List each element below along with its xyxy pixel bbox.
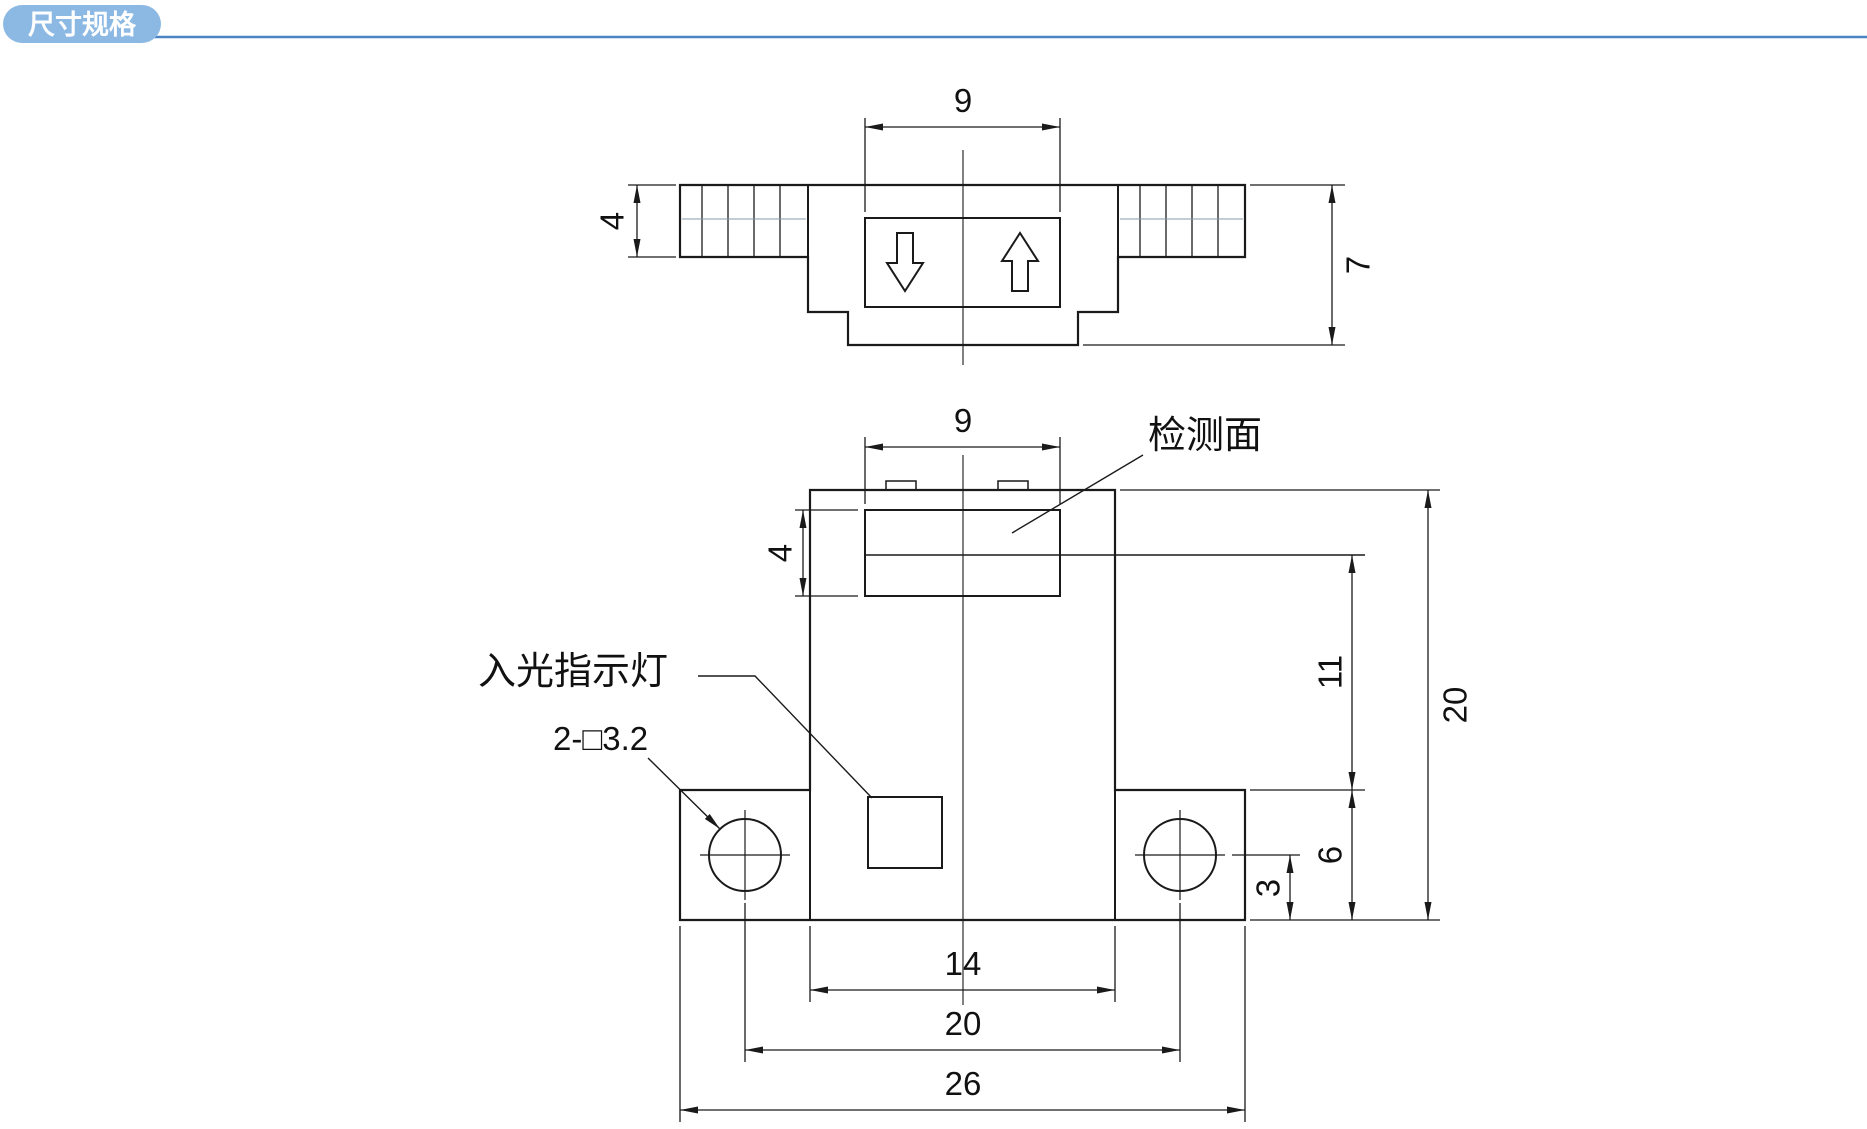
dim-label: 9 (954, 82, 972, 119)
top-nub-left (885, 480, 917, 491)
top-view: 9 4 7 (594, 82, 1377, 365)
dim-flange-height-6: 6 (1312, 790, 1356, 920)
front-view: 检测面 入光指示灯 2-□3.2 9 4 11 (478, 402, 1474, 1122)
dim-label: 11 (1312, 655, 1349, 689)
dim-label: 4 (594, 212, 631, 230)
dim-hole-spacing-20: 20 (744, 903, 1181, 1062)
right-tab-grooves (1120, 185, 1243, 257)
dim-front-window-height-4: 4 (762, 509, 858, 597)
dim-top-total-height-7: 7 (1083, 184, 1377, 346)
dim-label: 4 (762, 544, 799, 562)
indicator-leader (698, 675, 873, 799)
up-arrow-icon (1000, 231, 1040, 292)
header: 尺寸规格 (3, 5, 1867, 43)
indicator-led-square (867, 796, 943, 869)
dim-hole-offset-3: 3 (1232, 854, 1300, 920)
dim-label: 9 (954, 402, 972, 439)
top-nub-right (997, 480, 1029, 491)
dim-label: 20 (1437, 687, 1474, 724)
holes-leader (647, 757, 721, 830)
dim-front-top-width-9: 9 (864, 402, 1061, 504)
light-indicator-label: 入光指示灯 (478, 651, 668, 693)
dim-total-height-20: 20 (1120, 489, 1474, 921)
dim-body-width-14: 14 (809, 926, 1116, 1002)
dim-label: 7 (1340, 256, 1377, 274)
dim-upper-height-11: 11 (1250, 555, 1365, 791)
detection-face-label: 检测面 (1148, 415, 1262, 457)
detection-face-leader (1011, 454, 1144, 534)
dim-label: 6 (1312, 846, 1349, 864)
dim-label: 14 (945, 945, 982, 982)
dim-top-tab-height-4: 4 (594, 184, 676, 258)
dim-label: 26 (945, 1065, 982, 1102)
mounting-holes-label: 2-□3.2 (553, 720, 648, 757)
dim-top-width-9: 9 (864, 82, 1061, 212)
callouts: 检测面 入光指示灯 2-□3.2 (478, 415, 1262, 830)
down-arrow-icon (885, 232, 925, 293)
hole-crosshairs (700, 810, 1225, 900)
section-badge (3, 5, 161, 43)
dim-total-width-26: 26 (679, 926, 1246, 1122)
dim-label: 3 (1250, 879, 1287, 897)
section-badge-label: 尺寸规格 (28, 10, 137, 40)
dim-label: 20 (945, 1005, 982, 1042)
left-tab-grooves (682, 185, 806, 257)
